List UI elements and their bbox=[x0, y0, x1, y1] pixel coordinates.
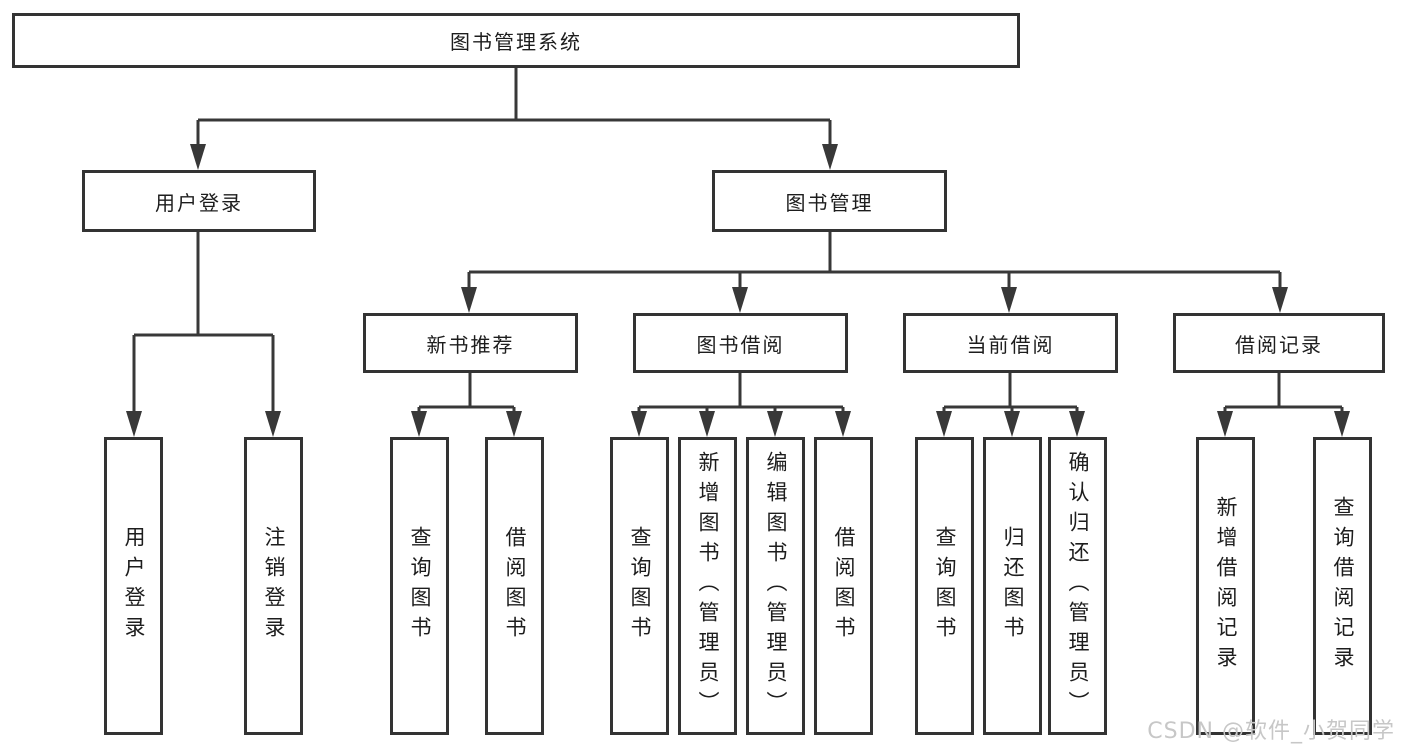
node-new-book-recommend: 新书推荐 bbox=[363, 313, 578, 373]
node-book-borrow-label: 图书借阅 bbox=[696, 332, 785, 357]
leaf-query-borrow-record-label: 查询借阅记录 bbox=[1331, 496, 1355, 676]
connector-root-to-level2 bbox=[190, 68, 838, 170]
connector-book-management-to-level3 bbox=[461, 232, 1288, 313]
leaf-add-book-admin-label: 新增图书（管理员） bbox=[696, 451, 720, 721]
leaf-query-books-current: 查询图书 bbox=[915, 437, 974, 735]
leaf-query-books-borrow: 查询图书 bbox=[610, 437, 669, 735]
leaf-add-book-admin: 新增图书（管理员） bbox=[678, 437, 737, 735]
node-root-label: 图书管理系统 bbox=[450, 30, 582, 54]
node-book-borrow: 图书借阅 bbox=[633, 313, 848, 373]
connector-user-login-to-leaves bbox=[126, 232, 281, 437]
node-book-management: 图书管理 bbox=[712, 170, 947, 232]
leaf-return-books: 归还图书 bbox=[983, 437, 1042, 735]
leaf-confirm-return-admin: 确认归还（管理员） bbox=[1048, 437, 1107, 735]
connector-current-borrow-to-leaves bbox=[936, 373, 1085, 437]
leaf-add-borrow-record-label: 新增借阅记录 bbox=[1214, 496, 1238, 676]
leaf-confirm-return-admin-label: 确认归还（管理员） bbox=[1066, 451, 1090, 721]
leaf-query-books-borrow-label: 查询图书 bbox=[628, 526, 652, 646]
leaf-add-borrow-record: 新增借阅记录 bbox=[1196, 437, 1255, 735]
node-current-borrow: 当前借阅 bbox=[903, 313, 1118, 373]
leaf-return-books-label: 归还图书 bbox=[1001, 526, 1025, 646]
node-user-login: 用户登录 bbox=[82, 170, 316, 232]
leaf-query-books-recommend-label: 查询图书 bbox=[408, 526, 432, 646]
node-root: 图书管理系统 bbox=[12, 13, 1020, 68]
leaf-edit-book-admin: 编辑图书（管理员） bbox=[746, 437, 805, 735]
leaf-borrow-books-recommend-label: 借阅图书 bbox=[503, 526, 527, 646]
node-current-borrow-label: 当前借阅 bbox=[966, 332, 1055, 357]
leaf-logout: 注销登录 bbox=[244, 437, 303, 735]
connector-borrow-records-to-leaves bbox=[1217, 373, 1350, 437]
watermark: CSDN @软件_小贺同学 bbox=[1147, 719, 1395, 744]
leaf-user-login: 用户登录 bbox=[104, 437, 163, 735]
node-borrow-records-label: 借阅记录 bbox=[1235, 332, 1323, 357]
node-user-login-label: 用户登录 bbox=[155, 190, 243, 215]
node-book-management-label: 图书管理 bbox=[785, 190, 874, 215]
connector-book-borrow-to-leaves bbox=[631, 373, 851, 437]
leaf-borrow-books-label: 借阅图书 bbox=[832, 526, 856, 646]
leaf-query-borrow-record: 查询借阅记录 bbox=[1313, 437, 1372, 735]
leaf-borrow-books-recommend: 借阅图书 bbox=[485, 437, 544, 735]
leaf-query-books-current-label: 查询图书 bbox=[933, 526, 957, 646]
leaf-edit-book-admin-label: 编辑图书（管理员） bbox=[764, 451, 788, 721]
leaf-logout-label: 注销登录 bbox=[262, 526, 286, 646]
connector-new-book-recommend-to-leaves bbox=[411, 373, 522, 437]
leaf-user-login-label: 用户登录 bbox=[122, 526, 146, 646]
leaf-query-books-recommend: 查询图书 bbox=[390, 437, 449, 735]
leaf-borrow-books: 借阅图书 bbox=[814, 437, 873, 735]
node-new-book-recommend-label: 新书推荐 bbox=[426, 332, 515, 357]
node-borrow-records: 借阅记录 bbox=[1173, 313, 1385, 373]
